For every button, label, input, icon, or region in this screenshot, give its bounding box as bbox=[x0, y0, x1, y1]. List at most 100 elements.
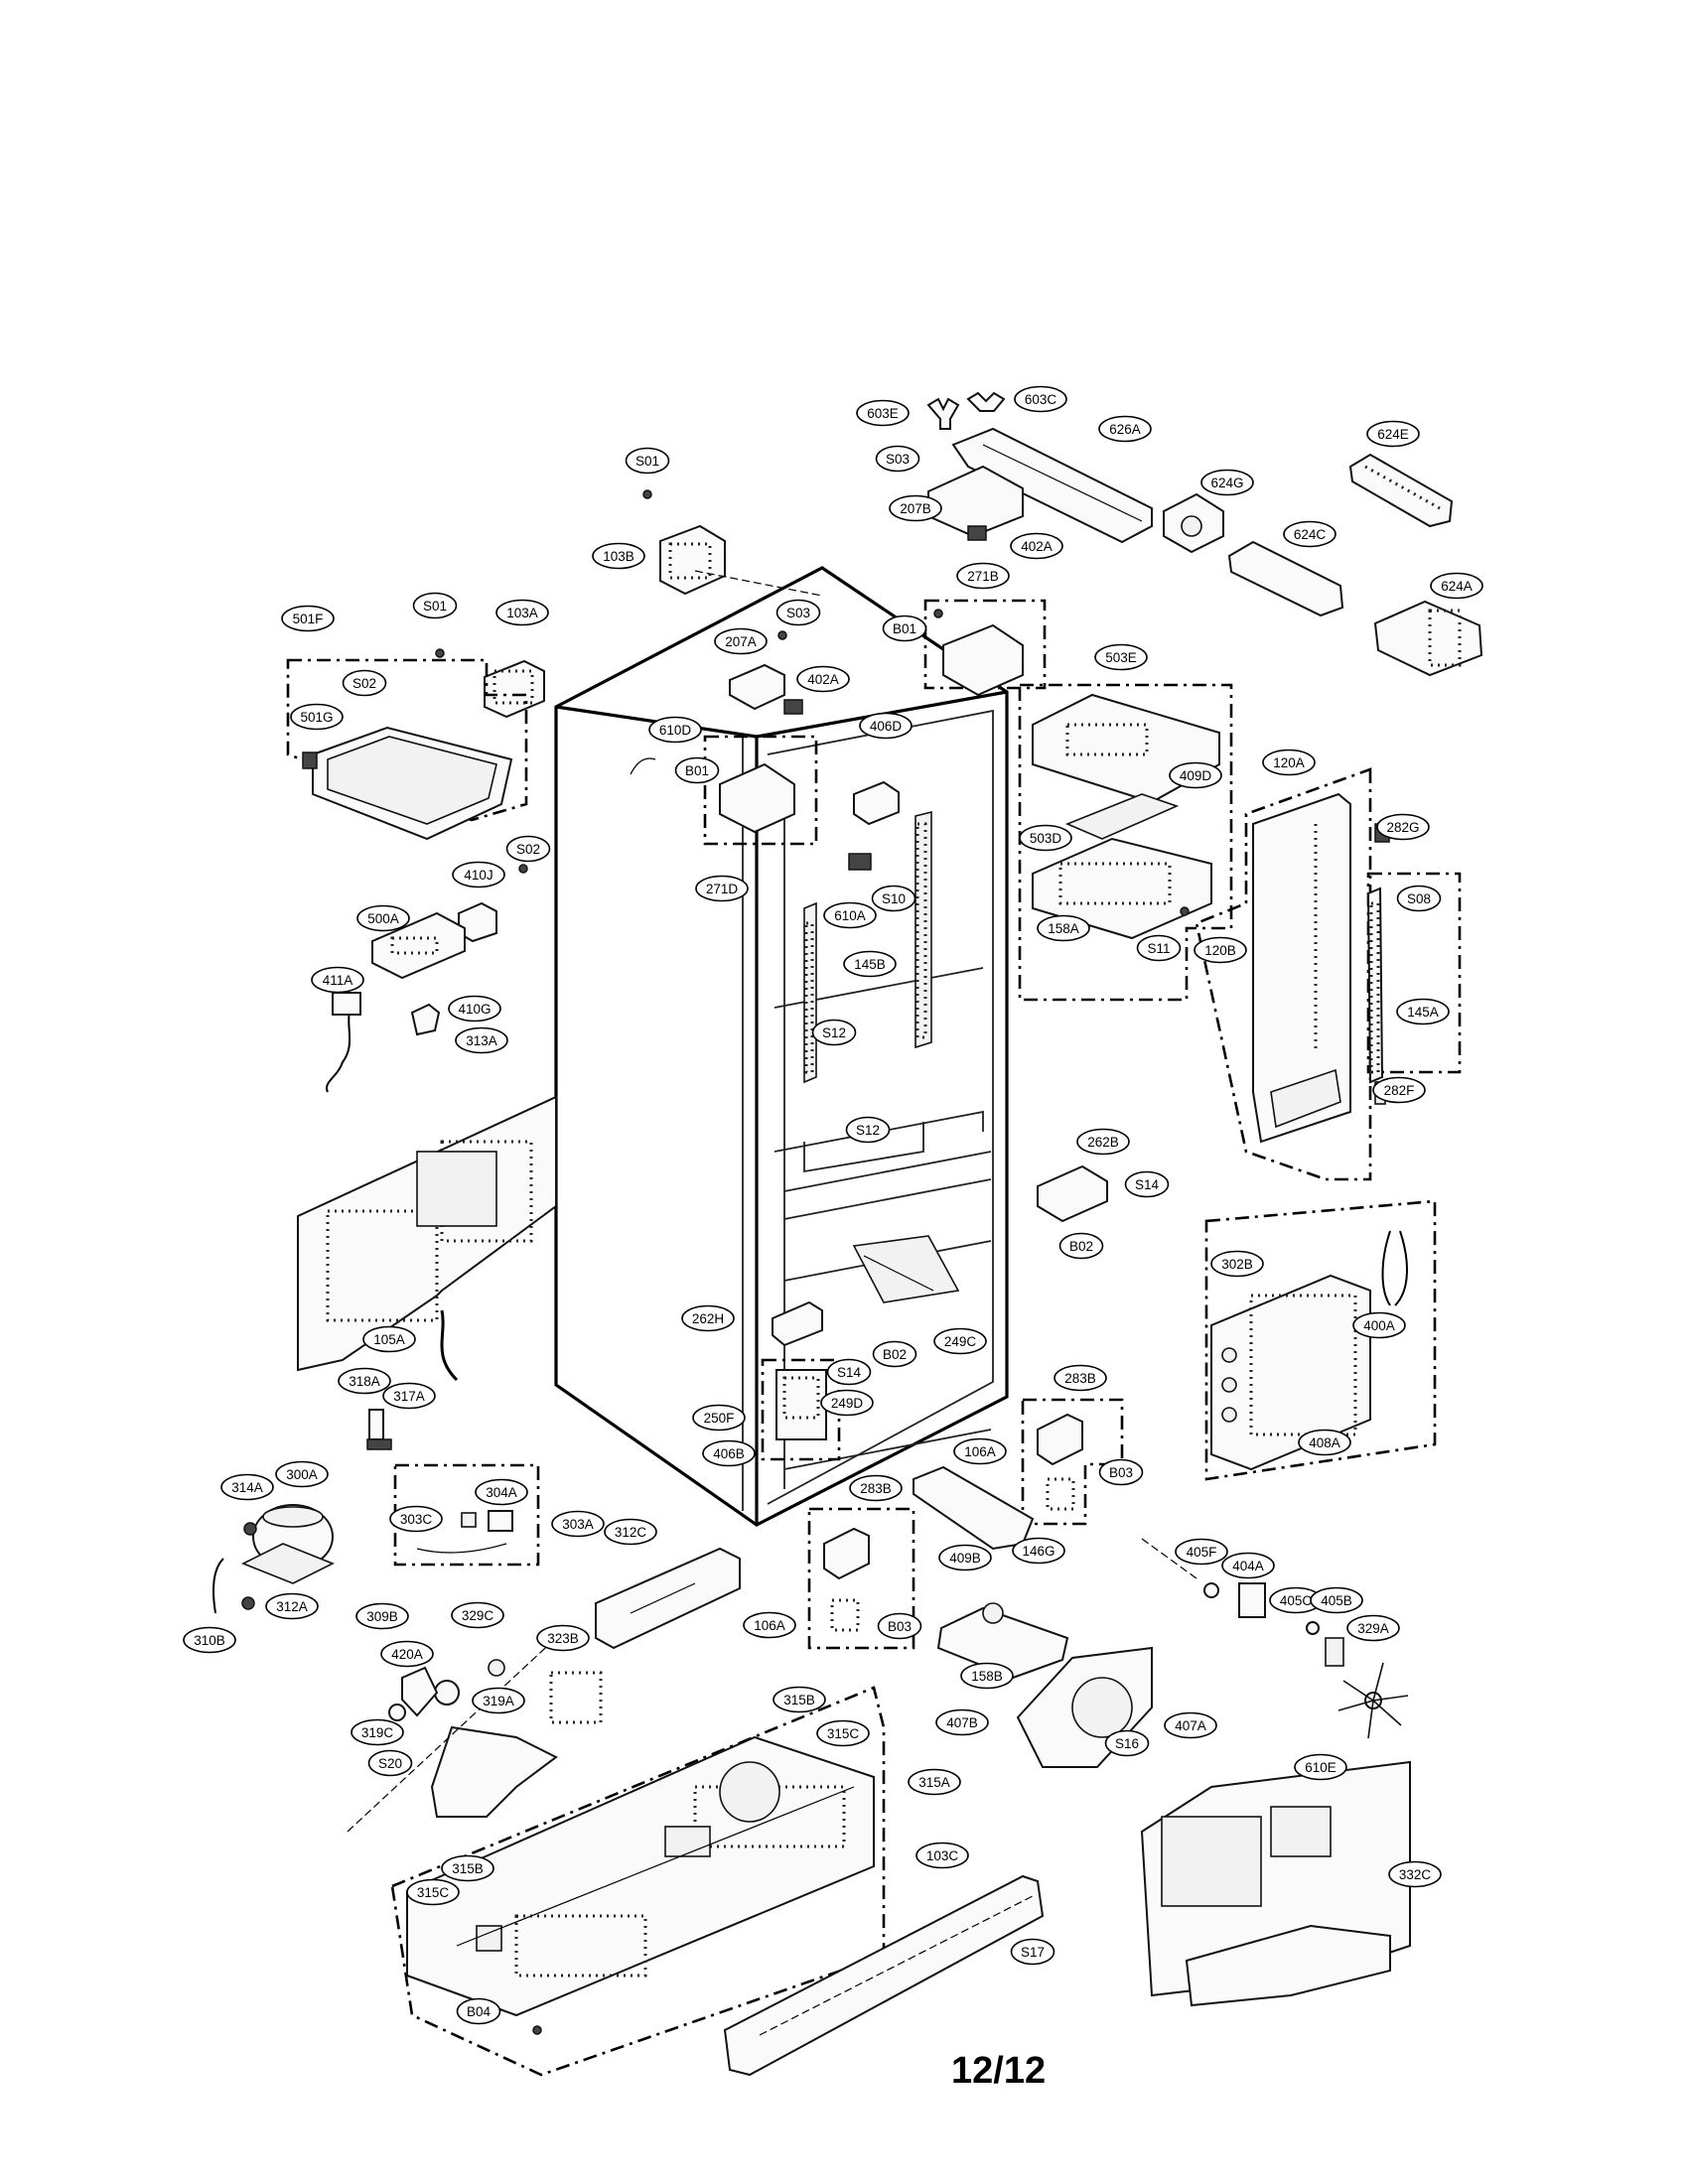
callout-bubble bbox=[1124, 1170, 1170, 1198]
callout-302b: 302B bbox=[1210, 1250, 1264, 1278]
callout-106a: 106A bbox=[953, 1437, 1007, 1465]
callout-bubble bbox=[183, 1626, 236, 1654]
callout-b04: B04 bbox=[456, 1997, 501, 2025]
fan-assembly bbox=[347, 1637, 603, 1833]
relay-303A bbox=[416, 1510, 513, 1554]
callout-text: 500A bbox=[367, 911, 399, 926]
callout-s14: S14 bbox=[826, 1358, 872, 1386]
callout-s12: S12 bbox=[811, 1019, 857, 1046]
callout-411a: 411A bbox=[311, 966, 364, 994]
callout-bubble bbox=[290, 703, 344, 731]
callout-145a: 145A bbox=[1396, 998, 1450, 1025]
callout-bubble bbox=[351, 1718, 404, 1746]
callout-text: B01 bbox=[893, 621, 916, 636]
callout-bubble bbox=[953, 1437, 1007, 1465]
callout-text: 145A bbox=[1407, 1005, 1439, 1020]
callout-409b: 409B bbox=[938, 1544, 992, 1571]
callout-text: 103C bbox=[926, 1848, 959, 1863]
callout-bubble bbox=[406, 1878, 460, 1906]
callout-text: B02 bbox=[1069, 1239, 1093, 1254]
callout-b02: B02 bbox=[1058, 1232, 1104, 1260]
callout-bubble bbox=[1010, 532, 1063, 560]
callout-text: S17 bbox=[1021, 1945, 1045, 1960]
callout-bubble bbox=[592, 542, 645, 570]
callout-bubble bbox=[362, 1325, 416, 1353]
callout-106a: 106A bbox=[743, 1611, 796, 1639]
callout-text: 207A bbox=[725, 634, 757, 649]
callout-315b: 315B bbox=[441, 1854, 494, 1882]
callout-410j: 410J bbox=[452, 861, 505, 888]
compressor-300A bbox=[212, 1504, 335, 1614]
callout-bubble bbox=[1098, 1458, 1144, 1486]
callout-text: 400A bbox=[1363, 1318, 1395, 1333]
callout-bubble bbox=[472, 1687, 525, 1714]
callout-text: 120B bbox=[1204, 943, 1236, 958]
callout-bubble bbox=[265, 1592, 319, 1620]
callout-bubble bbox=[871, 885, 916, 912]
callout-bubble bbox=[702, 1439, 756, 1467]
callout-bubble bbox=[875, 445, 920, 473]
callout-text: 158A bbox=[1048, 921, 1079, 936]
callout-text: 120A bbox=[1273, 755, 1305, 770]
control-410J-500A bbox=[371, 864, 528, 980]
callout-text: S03 bbox=[886, 452, 910, 467]
callout-bubble bbox=[1019, 824, 1072, 852]
callout-text: 304A bbox=[486, 1485, 517, 1500]
callout-323b: 323B bbox=[536, 1624, 590, 1652]
callout-283b: 283B bbox=[849, 1474, 903, 1502]
callout-309b: 309B bbox=[355, 1602, 409, 1630]
callout-bubble bbox=[455, 1026, 508, 1054]
filter-head-624G bbox=[1163, 492, 1224, 554]
callout-bubble bbox=[872, 1340, 917, 1368]
callout-b01: B01 bbox=[674, 756, 720, 784]
callout-bubble bbox=[1010, 1938, 1055, 1966]
evaporator-302B bbox=[1210, 1230, 1408, 1471]
hinge-271D bbox=[630, 630, 803, 834]
callout-bubble bbox=[342, 669, 387, 697]
callout-text: 603E bbox=[867, 406, 899, 421]
callout-text: 282G bbox=[1386, 820, 1419, 835]
callout-text: 312C bbox=[615, 1525, 647, 1540]
callout-s01: S01 bbox=[412, 592, 458, 619]
callout-250f: 250F bbox=[692, 1404, 746, 1432]
callout-text: 329A bbox=[1357, 1621, 1389, 1636]
hinge-283B-upper bbox=[1037, 1413, 1083, 1511]
callout-text: 410J bbox=[464, 868, 492, 883]
callout-bubble bbox=[1352, 1311, 1406, 1339]
callout-315a: 315A bbox=[908, 1768, 961, 1796]
callout-329a: 329A bbox=[1346, 1614, 1400, 1642]
callout-text: S11 bbox=[1147, 941, 1170, 956]
rail-145B bbox=[803, 810, 932, 1084]
callout-120a: 120A bbox=[1262, 749, 1316, 776]
callout-text: 405B bbox=[1321, 1593, 1352, 1608]
callout-bubble bbox=[674, 756, 720, 784]
callout-bubble bbox=[1058, 1232, 1104, 1260]
callout-300a: 300A bbox=[275, 1460, 329, 1488]
callout-303c: 303C bbox=[389, 1505, 443, 1533]
callout-bubble bbox=[505, 835, 551, 863]
callout-text: 313A bbox=[466, 1033, 497, 1048]
callout-text: 610E bbox=[1305, 1760, 1336, 1775]
fan-motor-404A bbox=[1141, 1538, 1409, 1739]
callout-bubble bbox=[1164, 1711, 1217, 1739]
callout-b03: B03 bbox=[877, 1612, 922, 1640]
bulb-409B-158B bbox=[936, 1602, 1069, 1680]
callout-bubble bbox=[908, 1768, 961, 1796]
callout-text: 610D bbox=[659, 723, 692, 738]
callout-146g: 146G bbox=[1012, 1537, 1065, 1565]
callout-bubble bbox=[1396, 885, 1442, 912]
callout-319a: 319A bbox=[472, 1687, 525, 1714]
callout-text: S14 bbox=[837, 1365, 862, 1380]
callout-bubble bbox=[448, 995, 501, 1023]
callout-s02: S02 bbox=[505, 835, 551, 863]
callout-text: S12 bbox=[856, 1123, 880, 1138]
callout-text: S20 bbox=[378, 1756, 402, 1771]
callout-bubble bbox=[1221, 1552, 1275, 1579]
callout-text: 420A bbox=[391, 1647, 423, 1662]
callout-text: 318A bbox=[349, 1374, 380, 1389]
callout-bubble bbox=[441, 1854, 494, 1882]
callout-313a: 313A bbox=[455, 1026, 508, 1054]
callout-text: 404A bbox=[1232, 1559, 1264, 1573]
callout-603c: 603C bbox=[1014, 385, 1067, 413]
callout-text: 408A bbox=[1309, 1435, 1340, 1450]
